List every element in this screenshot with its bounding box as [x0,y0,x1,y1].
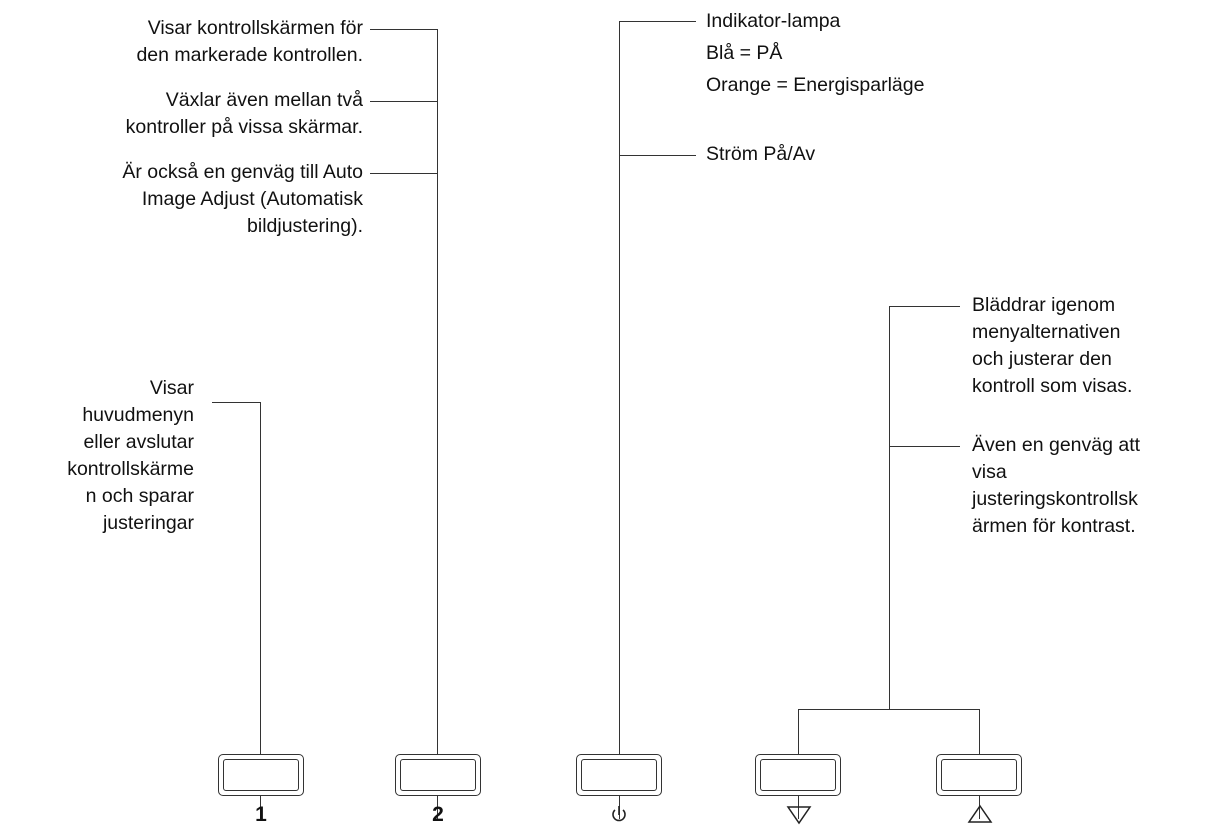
callout-line: Indikator-lampa [706,10,841,32]
power-button-description: Ström På/Av [706,141,815,168]
leader-line [889,306,960,308]
callout-line: menyalternativen [972,321,1121,343]
callout-line: huvudmenyn [82,404,194,426]
triangle-down-icon [786,806,812,825]
leader-line [370,101,438,103]
leader-line [437,29,439,819]
callout-line: eller avslutar [83,431,194,453]
callout-line: Visar [149,377,194,399]
arrow-buttons-description-scroll: Bläddrar igenom menyalternativen och jus… [972,292,1132,400]
button-2-label: 2 [432,803,444,826]
button-1-description: Visar huvudmenyn eller avslutar kontroll… [67,375,194,537]
callout-line: Är också en genväg till Auto [122,161,363,183]
button-2[interactable] [395,754,481,796]
callout-line: och justerar den [972,348,1112,370]
leader-line [619,21,621,819]
callout-line: kontroller på vissa skärmar. [125,116,363,138]
leader-line [260,402,262,819]
callout-line: Blå = PÅ [706,42,783,64]
callout-line: Bläddrar igenom [972,294,1116,316]
callout-line: ärmen för kontrast. [972,515,1136,537]
callout-line: justeringskontrollsk [972,488,1138,510]
button-2-description-show-control: Visar kontrollskärmen för den markerade … [136,15,363,69]
callout-line: n och sparar [85,485,194,507]
callout-line: Image Adjust (Automatisk [141,188,363,210]
leader-line [370,29,438,31]
callout-line: Ström På/Av [706,143,816,165]
leader-line [619,155,696,157]
callout-line: den markerade kontrollen. [136,44,363,66]
leader-line [619,21,696,23]
leader-line [798,709,980,711]
power-icon [612,806,626,822]
arrow-buttons-description-contrast: Även en genväg att visa justeringskontro… [972,432,1140,540]
callout-line: Växlar även mellan två [165,89,363,111]
callout-line: Orange = Energisparläge [706,74,925,96]
callout-line: kontrollskärme [67,458,194,480]
leader-line [889,446,960,448]
callout-line: justeringar [102,512,194,534]
leader-line [889,306,891,710]
callout-line: visa [972,461,1007,483]
power-indicator-description: Indikator-lampa Blå = PÅ Orange = Energi… [706,5,924,101]
leader-line [370,173,438,175]
triangle-up-icon [967,804,993,823]
callout-line: Visar kontrollskärmen för [147,17,363,39]
callout-line: kontroll som visas. [972,375,1133,397]
button-1-label: 1 [255,803,267,826]
button-1[interactable] [218,754,304,796]
down-button[interactable] [755,754,841,796]
button-2-description-auto-adjust: Är också en genväg till Auto Image Adjus… [122,159,363,240]
callout-line: Även en genväg att [972,434,1141,456]
button-2-description-toggle: Växlar även mellan två kontroller på vis… [126,87,363,141]
callout-line: bildjustering). [247,215,363,237]
leader-line [212,402,261,404]
up-button[interactable] [936,754,1022,796]
power-button[interactable] [576,754,662,796]
